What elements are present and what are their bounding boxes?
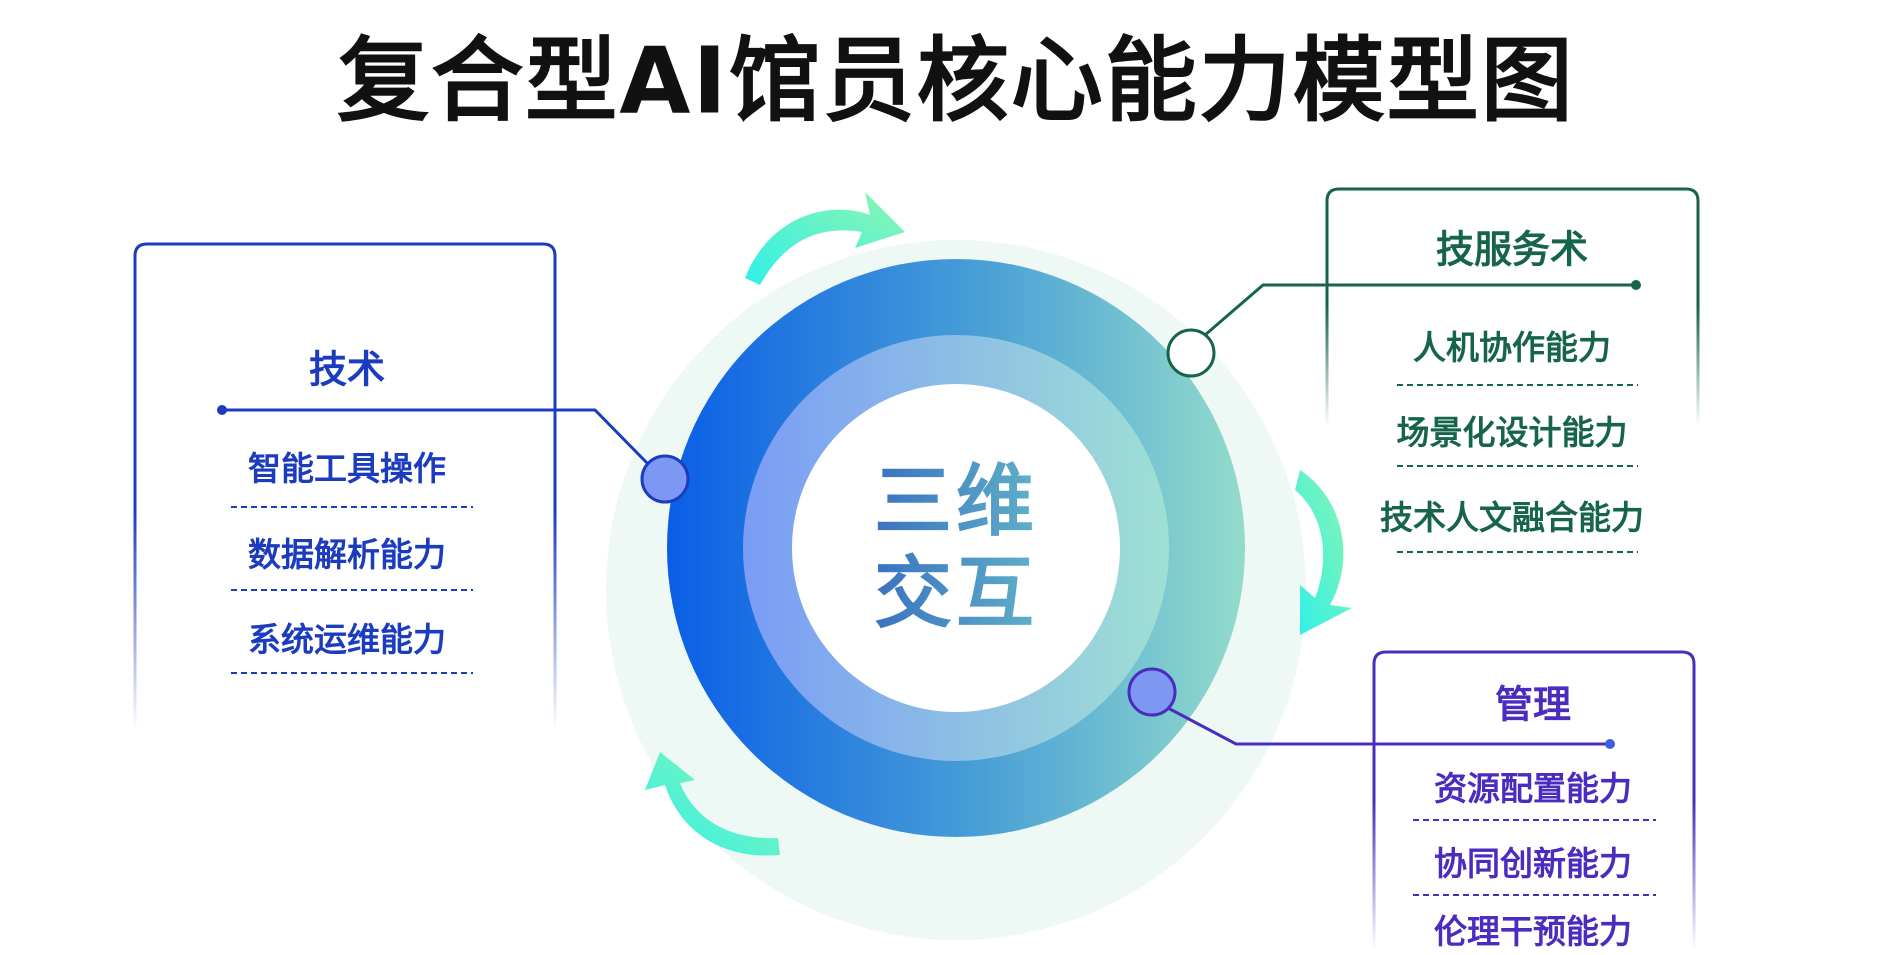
connector-dot bbox=[1605, 739, 1615, 749]
tech-item: 智能工具操作 bbox=[248, 449, 446, 488]
cycle-arrow-top bbox=[745, 192, 905, 285]
center-line-1: 三维 bbox=[873, 457, 1039, 547]
service-panel-title: 技服务术 bbox=[1435, 227, 1589, 272]
management-item: 资源配置能力 bbox=[1434, 769, 1632, 808]
connector-dot bbox=[1631, 280, 1641, 290]
management-panel-title: 管理 bbox=[1494, 682, 1572, 727]
center-line-2: 交互 bbox=[873, 549, 1039, 639]
management-node bbox=[1127, 667, 1177, 717]
service-panel-border bbox=[1325, 187, 1700, 426]
management-item: 协同创新能力 bbox=[1434, 844, 1632, 883]
service-item: 技术人文融合能力 bbox=[1380, 498, 1644, 537]
tech-panel-border bbox=[133, 242, 557, 730]
management-panel-border bbox=[1372, 650, 1696, 950]
service-node bbox=[1166, 328, 1216, 378]
center-label: 三维 交互 bbox=[874, 456, 1038, 640]
management-item: 伦理干预能力 bbox=[1434, 912, 1632, 951]
tech-connector-line bbox=[222, 408, 652, 468]
cycle-arrow-bottom bbox=[645, 752, 780, 856]
tech-panel-title: 技术 bbox=[308, 347, 386, 392]
tech-node bbox=[640, 454, 690, 504]
service-item: 人机协作能力 bbox=[1413, 328, 1611, 367]
management-connector-line bbox=[1167, 706, 1610, 746]
tech-dividers bbox=[231, 506, 473, 674]
page-title: 复合型AI馆员核心能力模型图 bbox=[337, 27, 1575, 135]
service-item: 场景化设计能力 bbox=[1396, 413, 1628, 452]
tech-item: 系统运维能力 bbox=[248, 620, 446, 659]
management-dividers bbox=[1413, 819, 1656, 896]
cycle-arrow-right bbox=[1295, 470, 1352, 635]
service-connector-line bbox=[1204, 283, 1636, 337]
tech-item: 数据解析能力 bbox=[248, 535, 446, 574]
inner-circle bbox=[792, 384, 1120, 712]
service-dividers bbox=[1397, 384, 1638, 553]
